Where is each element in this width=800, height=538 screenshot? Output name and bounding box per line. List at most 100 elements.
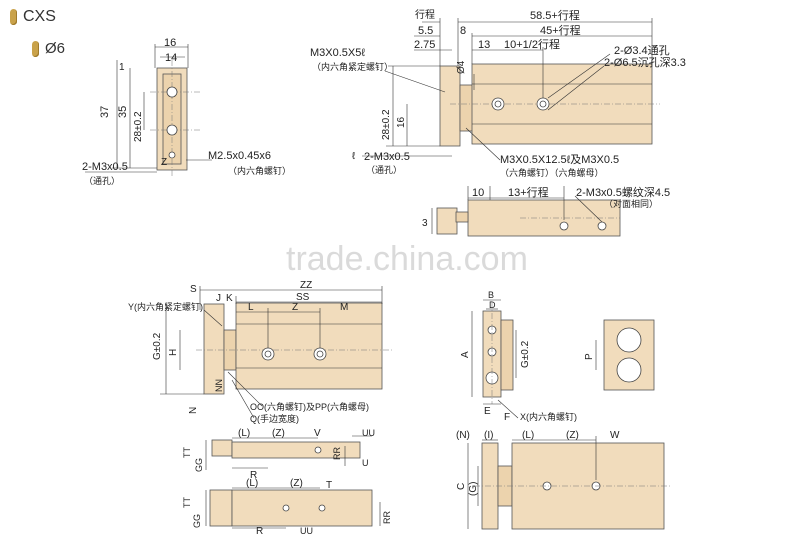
dim-rr-2: RR	[382, 511, 392, 524]
dim-gg: GG	[194, 458, 204, 472]
callout-m3: 2-M3x0.5	[82, 161, 128, 173]
dim-t: T	[326, 480, 332, 491]
dim-45-stroke: 45+行程	[540, 24, 581, 37]
small2-hole	[318, 504, 326, 512]
dim-ell: ℓ	[352, 151, 356, 162]
face-view	[595, 319, 655, 391]
dim-v: V	[314, 428, 321, 439]
dim-s: S	[190, 284, 197, 295]
dim-gg-2: GG	[192, 514, 202, 528]
dim-c: C	[456, 483, 467, 490]
callout-thread-note: （对面相同）	[604, 198, 658, 209]
slide-end-plate	[439, 65, 461, 147]
callout-x: X(内六角螺钉)	[520, 411, 577, 422]
callout-thread-depth: 2-M3x0.5螺纹深4.5	[576, 185, 670, 199]
dim-16-side: 16	[396, 116, 407, 128]
bore-title: Ø6	[45, 40, 66, 57]
dim-z-paren-2: (Z)	[290, 478, 303, 489]
dim-l-paren-2: (L)	[246, 478, 258, 489]
dim-10: 10	[472, 187, 484, 199]
dim-10-half-stroke: 10+1/2行程	[504, 38, 560, 51]
generic-body-edge	[500, 319, 514, 391]
bore-marker-icon	[32, 40, 39, 57]
dim-28-tol: 28±0.2	[133, 111, 144, 142]
dim-rr: RR	[332, 447, 342, 460]
mount-hole	[166, 124, 178, 136]
callout-m3x05x5-note: （内六角紧定螺钉）	[312, 61, 393, 72]
dim-l-paren-3: (L)	[522, 430, 534, 441]
end-view-top-left	[85, 44, 212, 178]
dim-f: F	[504, 412, 510, 423]
generic-hole-inner	[316, 350, 324, 358]
callout-m3-side: 2-M3x0.5	[364, 151, 410, 163]
dim-l: L	[248, 302, 254, 313]
watermark-text: trade.china.com	[286, 240, 528, 278]
series-title: CXS	[23, 8, 56, 25]
callout-m3-side-note: （通孔）	[366, 165, 402, 175]
callout-oo-pp: OO(六角螺钉)及PP(六角螺母)	[250, 401, 369, 412]
dim-2-75: 2.75	[414, 39, 435, 51]
callout-thru-hole: 2-Ø3.4通孔	[614, 44, 670, 57]
mount-hole	[168, 151, 176, 159]
dim-tt-2: TT	[182, 497, 192, 508]
small-view-top	[205, 435, 372, 470]
dim-8: 8	[460, 25, 466, 37]
dim-j: J	[216, 293, 221, 304]
mount-hole	[166, 86, 178, 98]
dim-p: P	[584, 353, 595, 360]
dim-n: N	[188, 407, 199, 414]
large-bottom-view	[467, 436, 672, 530]
thread-hole	[597, 221, 607, 231]
bottom-end-plate	[436, 207, 458, 235]
dim-28-tol-side: 28±0.2	[381, 109, 392, 140]
small-hole	[314, 446, 322, 454]
bore-header: Ø6	[32, 40, 65, 57]
small-body	[231, 441, 361, 459]
bottom-view-mid-right	[431, 186, 621, 237]
dim-e: E	[484, 406, 491, 417]
series-header: CXS	[10, 8, 56, 26]
generic-hole-inner	[264, 350, 272, 358]
dim-58-5-stroke: 58.5+行程	[530, 9, 580, 22]
callout-q: Q(手边宽度)	[250, 413, 299, 424]
dim-l-paren: (L)	[238, 428, 250, 439]
side-view-top-right	[362, 18, 660, 161]
small-end-plate	[211, 439, 233, 457]
dim-tt: TT	[182, 447, 192, 458]
dim-u: U	[362, 458, 369, 468]
dim-3: 3	[422, 218, 428, 229]
callout-m3x125: M3X0.5X12.5ℓ及M3X0.5	[500, 154, 619, 166]
dim-1: 1	[119, 62, 125, 73]
dim-nn: NN	[214, 379, 224, 392]
dim-g-paren: (G)	[468, 482, 479, 496]
dim-z-paren: (Z)	[272, 428, 285, 439]
dim-g-tol: G±0.2	[152, 332, 163, 360]
dim-uu: UU	[362, 428, 375, 438]
callout-m3x05x5: M3X0.5X5ℓ	[310, 47, 365, 59]
callout-m25: M2.5x0.45x6	[208, 150, 271, 162]
dim-13-stroke: 13+行程	[508, 186, 549, 199]
callout-m3-note: （通孔）	[84, 176, 120, 186]
dim-uu-2: UU	[300, 526, 313, 536]
small2-body	[231, 489, 373, 527]
dim-16: 16	[164, 37, 176, 49]
dim-i-paren: (I)	[484, 430, 493, 441]
dim-r-2: R	[256, 526, 263, 537]
dim-35: 35	[117, 106, 129, 118]
dim-5-5: 5.5	[418, 25, 433, 37]
callout-m25-note: （内六角螺钉）	[228, 165, 291, 176]
callout-y: Y(内六角紧定螺钉)	[128, 301, 203, 312]
dim-zz: ZZ	[300, 280, 312, 291]
series-marker-icon	[10, 9, 17, 25]
thru-hole	[539, 100, 547, 108]
thread-hole	[559, 221, 569, 231]
dim-m: M	[340, 302, 348, 313]
callout-counterbore: 2-Ø6.5沉孔深3.3	[604, 56, 686, 69]
dim-a: A	[460, 351, 471, 358]
small-view-bottom	[205, 487, 381, 529]
dim-stroke: 行程	[415, 8, 435, 21]
dim-b: B	[488, 290, 494, 300]
dim-dia-4: Ø4	[456, 60, 467, 74]
dim-r: R	[250, 470, 257, 481]
